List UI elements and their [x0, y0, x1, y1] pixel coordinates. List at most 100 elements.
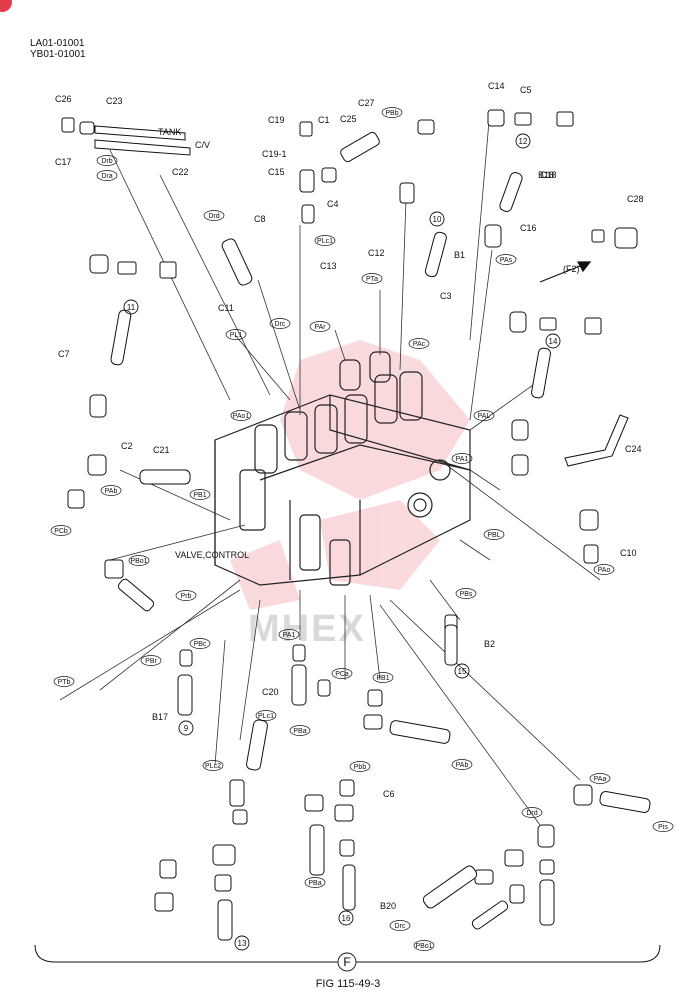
- port-tag: PL1: [230, 332, 243, 339]
- port-tag: Dra: [101, 173, 112, 180]
- part-label: B2: [484, 639, 495, 649]
- port-tag: PAo1: [233, 413, 250, 420]
- callout-number: 11: [127, 303, 136, 312]
- port-tag-outline: [175, 590, 197, 601]
- port-tag: PBo1: [415, 943, 432, 950]
- part-label: VALVE,CONTROL: [175, 550, 249, 560]
- part-label: C10: [620, 548, 637, 558]
- port-tag: PAr: [314, 324, 326, 331]
- port-tag-outline: [381, 107, 403, 118]
- port-tag-outline: [140, 655, 162, 666]
- port-tag-outline: [189, 489, 211, 500]
- port-tag-outline: [413, 940, 435, 951]
- port-tag-outline: [128, 555, 150, 566]
- port-tag-outline: [278, 629, 300, 640]
- port-tag: PBa: [293, 728, 306, 735]
- port-tag-outline: [100, 485, 122, 496]
- port-tag-outline: [225, 329, 247, 340]
- port-tag-outline: [389, 920, 411, 931]
- port-tag-outline: [309, 321, 331, 332]
- port-tag: PB1: [376, 675, 389, 682]
- port-tag: PLc2: [205, 763, 221, 770]
- part-label: C20: [262, 687, 279, 697]
- part-label: C5: [520, 85, 532, 95]
- port-tag: PBa: [308, 880, 321, 887]
- part-label: C19: [268, 115, 285, 125]
- part-label: TANK: [158, 127, 181, 137]
- port-tag: PAL: [478, 413, 491, 420]
- part-label: C27: [358, 98, 375, 108]
- port-tag-outline: [483, 529, 505, 540]
- port-tag: PCa: [335, 671, 349, 678]
- port-tag-outline: [473, 410, 495, 421]
- part-label: C28: [627, 194, 644, 204]
- fittings: [61, 109, 651, 941]
- callout-circles: [123, 133, 561, 972]
- corner-marker: [0, 0, 12, 12]
- callout-number: 15: [458, 667, 467, 676]
- callout-number: 12: [519, 137, 528, 146]
- port-tag: PAc: [413, 341, 426, 348]
- port-tag: PAs: [500, 257, 513, 264]
- port-tag-outline: [652, 821, 674, 832]
- port-tag: PBr: [145, 658, 157, 665]
- port-tag: PLc1: [258, 713, 274, 720]
- part-label: C15: [268, 167, 285, 177]
- part-label: B17: [152, 712, 168, 722]
- part-label: B1: [454, 250, 465, 260]
- port-tag: Drc: [395, 923, 406, 930]
- port-tag: PAo: [598, 567, 611, 574]
- port-tag: PBo1: [130, 558, 147, 565]
- part-label: C17: [55, 157, 72, 167]
- port-tag: PAb: [456, 762, 469, 769]
- callout-number: 10: [433, 215, 442, 224]
- part-label: C19-1: [262, 149, 287, 159]
- part-label: C12: [368, 248, 385, 258]
- section-bracket: [34, 944, 661, 963]
- part-label: C22: [172, 167, 189, 177]
- part-label: C21: [153, 445, 170, 455]
- port-tag-outline: [189, 638, 211, 649]
- port-tag-outline: [289, 725, 311, 736]
- port-tag-outline: [255, 710, 277, 721]
- part-label: C13: [320, 261, 337, 271]
- port-tag: Drd: [208, 213, 219, 220]
- section-letter: F: [343, 955, 350, 969]
- port-tag-outline: [269, 318, 291, 329]
- part-label: B18: [538, 170, 554, 180]
- port-tag: PAa: [594, 776, 607, 783]
- part-label: C25: [340, 114, 357, 124]
- port-tag-outline: [53, 676, 75, 687]
- port-tag: Drd: [526, 810, 537, 817]
- part-label: C/V: [195, 140, 210, 150]
- port-tag-outline: [349, 761, 371, 772]
- port-tag: PTb: [58, 679, 71, 686]
- control-valve-body: [214, 351, 471, 586]
- part-label: C3: [440, 291, 452, 301]
- port-tag: PB1: [193, 492, 206, 499]
- callout-number: 16: [342, 914, 351, 923]
- part-label: (F2): [563, 264, 580, 274]
- model-code-2: YB01-01001: [30, 49, 86, 60]
- callout-number: 13: [238, 939, 247, 948]
- port-tag-outline: [331, 668, 353, 679]
- port-tag-outline: [451, 453, 473, 464]
- port-tag: PBs: [460, 591, 473, 598]
- part-label: C8: [254, 214, 266, 224]
- port-tag-outline: [372, 672, 394, 683]
- part-label: C7: [58, 349, 70, 359]
- port-tag: PBc: [194, 641, 207, 648]
- port-tag: Drc: [275, 321, 286, 328]
- port-tag-outline: [455, 588, 477, 599]
- port-tag: Pbb: [354, 764, 367, 771]
- port-tag: PCb: [54, 528, 68, 535]
- part-label: C18: [540, 170, 557, 180]
- port-tag: Drb: [101, 158, 112, 165]
- part-label: C4: [327, 199, 339, 209]
- port-tag: PAb: [105, 488, 118, 495]
- part-label: C11: [218, 303, 234, 313]
- port-tag: PLc1: [317, 238, 333, 245]
- port-tag-outline: [521, 807, 543, 818]
